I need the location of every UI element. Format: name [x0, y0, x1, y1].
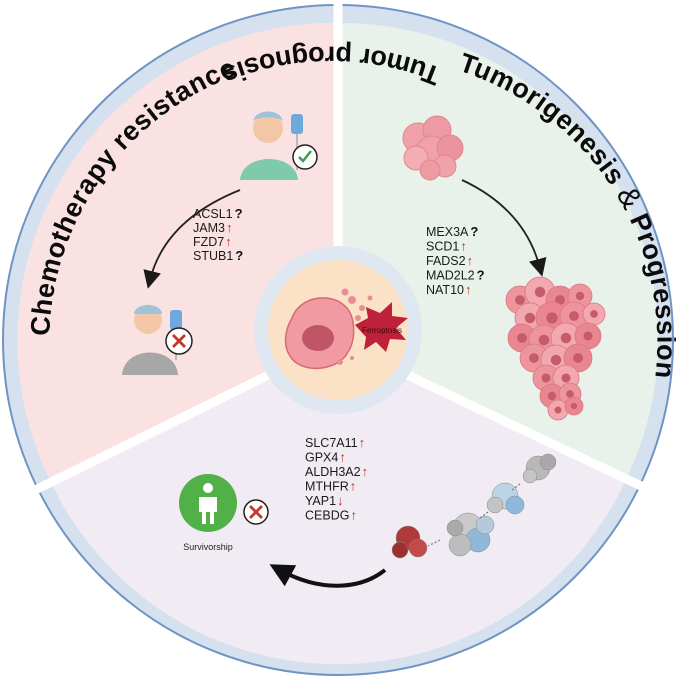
tumor-cell-nucleus: [547, 391, 557, 401]
gene-mthfr: MTHFR↑: [305, 479, 356, 494]
gene-fads2: FADS2↑: [426, 253, 473, 268]
gene-mex3a: MEX3A?: [426, 224, 478, 239]
large-tumor-mass-icon: [505, 276, 606, 421]
tumor-cell-nucleus: [546, 312, 558, 324]
survivorship-person-icon: [179, 474, 237, 532]
gene-stub1: STUB1?: [193, 248, 243, 263]
gene-nat10: NAT10↑: [426, 282, 471, 297]
gene-name: JAM3: [193, 221, 225, 235]
gene-name: CEBDG: [305, 509, 349, 523]
tumor-gene-list: MEX3A?SCD1↑FADS2↑MAD2L2?NAT10↑: [426, 224, 485, 297]
tumor-curve-arrow: [461, 179, 547, 277]
ferroptosis-label: Ferroptosis: [362, 326, 402, 335]
gene-name: MEX3A: [426, 225, 469, 239]
metastasis-cell: [391, 541, 409, 559]
ferroptosis-burst-icon: Ferroptosis: [355, 302, 408, 352]
gene-name: ALDH3A2: [305, 465, 361, 479]
metastasis-cell: [539, 453, 557, 471]
gene-name: FZD7: [193, 235, 224, 249]
gene-name: SCD1: [426, 240, 459, 254]
tumor-cell-nucleus: [561, 373, 571, 383]
gene-jam3: JAM3↑: [193, 220, 232, 235]
tumor-cell-nucleus: [590, 310, 598, 318]
tumor-cell-nucleus: [573, 353, 583, 363]
tumor-cell-nucleus: [534, 286, 546, 298]
gene-name: STUB1: [193, 249, 233, 263]
metastasis-cell: [446, 519, 464, 537]
unknown-mark: ?: [470, 224, 478, 239]
divider-right: [378, 357, 662, 500]
gene-yap1: YAP1↓: [305, 493, 344, 508]
up-arrow-mark: ↑: [460, 239, 467, 254]
gene-gpx4: GPX4↑: [305, 450, 346, 465]
gene-name: NAT10: [426, 283, 464, 297]
tumor-cell-nucleus: [583, 331, 593, 341]
gene-scd1: SCD1↑: [426, 239, 467, 254]
gene-name: GPX4: [305, 451, 338, 465]
tumor-cell-nucleus: [524, 312, 536, 324]
tumor-cell-nucleus: [575, 291, 585, 301]
metastasis-cell: [486, 496, 504, 514]
up-arrow-mark: ↑: [467, 253, 474, 268]
gene-name: MAD2L2: [426, 269, 475, 283]
prognosis-gene-list: SLC7A11↑GPX4↑ALDH3A2↑MTHFR↑YAP1↓CEBDG↑: [305, 435, 368, 523]
chemo-curve-arrow: [143, 189, 241, 289]
gene-name: ACSL1: [193, 207, 233, 221]
gene-fzd7: FZD7↑: [193, 234, 232, 249]
tumor-cell-nucleus: [515, 295, 525, 305]
up-arrow-mark: ↑: [350, 479, 357, 494]
up-arrow-mark: ↑: [226, 220, 233, 235]
tumor-cell-nucleus: [538, 334, 550, 346]
patient-cross-icon: [122, 305, 193, 375]
gene-name: SLC7A11: [305, 436, 358, 450]
metastasis-cell: [408, 538, 428, 558]
metastasis-cell: [505, 495, 525, 515]
metastasis-cell: [475, 515, 495, 535]
metastasis-cell: [522, 468, 538, 484]
tumor-cell-nucleus: [550, 354, 562, 366]
up-arrow-mark: ↑: [359, 435, 366, 450]
up-arrow-mark: ↑: [362, 464, 369, 479]
gene-slc7a11: SLC7A11↑: [305, 435, 365, 450]
metastasis-cells-icon: [391, 453, 557, 559]
down-arrow-mark: ↓: [337, 493, 344, 508]
up-arrow-mark: ↑: [465, 282, 472, 297]
tumor-cell-nucleus: [569, 311, 579, 321]
tumor-cell-nucleus: [554, 406, 562, 414]
ferroptosis-cell-icon: [284, 288, 373, 369]
tumor-cell-nucleus: [529, 353, 539, 363]
gene-acsl1: ACSL1?: [193, 206, 243, 221]
gene-name: MTHFR: [305, 480, 349, 494]
prognosis-curve-arrow: [269, 564, 387, 588]
gene-mad2l2: MAD2L2?: [426, 268, 485, 283]
gene-cebdg: CEBDG↑: [305, 508, 357, 523]
gene-aldh3a2: ALDH3A2↑: [305, 464, 368, 479]
tumor-cell-nucleus: [566, 390, 574, 398]
metastasis-path: [427, 483, 521, 547]
chemo-gene-list: ACSL1?JAM3↑FZD7↑STUB1?: [193, 206, 243, 263]
up-arrow-mark: ↑: [339, 450, 346, 465]
tumor-cell-cluster-icon: [402, 115, 464, 181]
up-arrow-mark: ↑: [350, 508, 357, 523]
prognosis-sector-bg: [50, 340, 628, 665]
metastasis-cell: [448, 533, 472, 557]
tumor-cell-nucleus: [541, 373, 551, 383]
tumor-cell-nucleus: [555, 295, 565, 305]
tumor-cell-nucleus: [517, 333, 527, 343]
unknown-mark: ?: [235, 206, 243, 221]
survivorship-label: Survivorship: [183, 542, 233, 552]
unknown-mark: ?: [477, 268, 485, 283]
gene-name: YAP1: [305, 494, 336, 508]
unknown-mark: ?: [235, 248, 243, 263]
tumor-cell-nucleus: [570, 402, 578, 410]
up-arrow-mark: ↑: [225, 234, 232, 249]
patient-check-icon: [240, 111, 318, 180]
tumor-cell-nucleus: [560, 332, 572, 344]
gene-name: FADS2: [426, 254, 466, 268]
divider-left: [13, 357, 297, 505]
cross-icon: [243, 499, 269, 525]
